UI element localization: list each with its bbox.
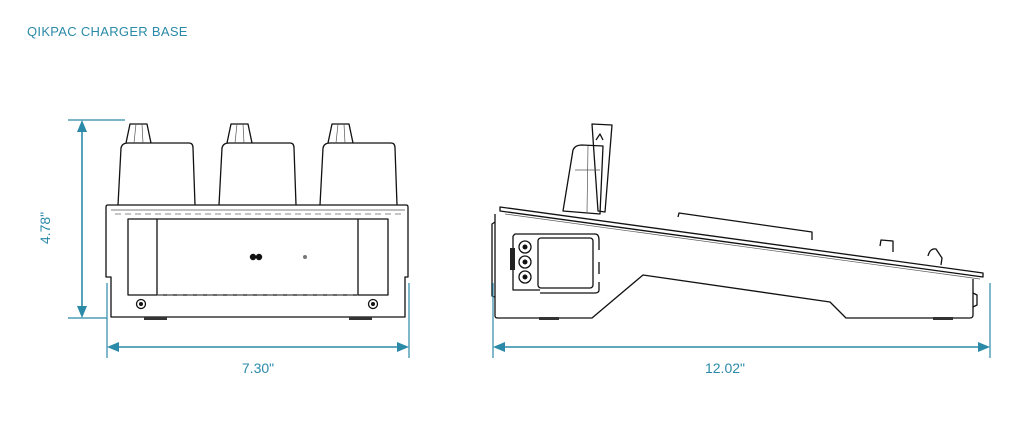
charger-unit-side [562, 123, 613, 215]
length-label: 12.02" [705, 360, 745, 376]
width-label: 7.30" [242, 360, 274, 376]
length-dimension: 12.02" [492, 283, 991, 376]
charger-unit [218, 123, 297, 206]
height-dimension: 4.78" [37, 119, 125, 319]
width-dimension: 7.30" [106, 283, 410, 376]
height-label: 4.78" [37, 212, 53, 244]
drawing-title: QIKPAC CHARGER BASE [27, 24, 188, 39]
base-body [105, 204, 409, 320]
top-tray [677, 212, 813, 240]
side-view: 12.02" [491, 123, 991, 376]
charger-unit [117, 123, 196, 206]
top-knob [879, 239, 894, 252]
top-latch [927, 248, 943, 266]
front-view: 4.78" 7.30" [37, 119, 410, 376]
top-plate [499, 206, 984, 278]
base-body-side [494, 214, 974, 319]
charger-units [117, 123, 398, 206]
charger-unit [319, 123, 398, 206]
connector-panel [510, 233, 600, 294]
